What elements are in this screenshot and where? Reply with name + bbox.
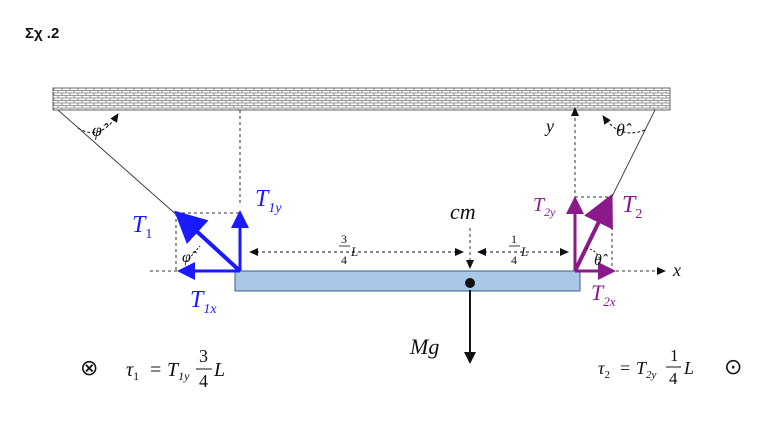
tau1-L: L (213, 359, 225, 381)
x-axis-label: x (672, 260, 681, 280)
tau2-num: 1 (670, 346, 679, 365)
phi-hat-top-label: φ̂ (92, 120, 109, 140)
T1-label: T1 (132, 212, 152, 242)
T2x-label: T2x (591, 280, 616, 309)
tau2-L: L (683, 358, 694, 378)
y-axis-label: y (544, 116, 554, 136)
tau1-T: T1y (167, 359, 190, 383)
T1-vector (174, 210, 242, 273)
theta-hat-top-label: θ̂ (616, 120, 632, 140)
cm-dot (465, 278, 475, 288)
tau2-den: 4 (669, 369, 678, 388)
tau2-eq: = (620, 358, 630, 378)
T1x-label: T1x (190, 287, 217, 317)
tau1-lhs: τ1 (126, 359, 139, 383)
tau1-den: 4 (199, 371, 208, 391)
theta-arc-angle (585, 247, 601, 261)
phi-arc-angle (185, 245, 201, 263)
tau1-eq: = (150, 359, 161, 381)
dim34-num: 3 (341, 232, 347, 246)
dim14-L: L (520, 244, 528, 259)
out-of-page-symbol: ⊙ (724, 354, 742, 379)
tau1-num: 3 (199, 346, 208, 366)
dim34-den: 4 (341, 253, 347, 267)
cm-label: cm (450, 199, 476, 224)
theta-hat-angle-label: θ̂ (594, 252, 608, 269)
beam (234, 270, 581, 292)
tau2-lhs: τ2 (598, 358, 610, 381)
T2-label: T2 (622, 192, 642, 222)
tau2-T: T2y (636, 358, 657, 381)
ceiling (52, 87, 671, 111)
dim14-den: 4 (511, 253, 517, 267)
into-page-symbol: ⊗ (80, 355, 98, 380)
phi-arc-top (77, 113, 119, 134)
figure-label: Σχ .2 (25, 25, 59, 42)
dim34-L: L (350, 244, 358, 259)
dim14-num: 1 (511, 232, 517, 246)
T2y-label: T2y (533, 194, 556, 219)
T2-vector (573, 193, 613, 272)
T1y-label: T1y (255, 186, 282, 216)
Mg-label: Mg (409, 334, 439, 359)
